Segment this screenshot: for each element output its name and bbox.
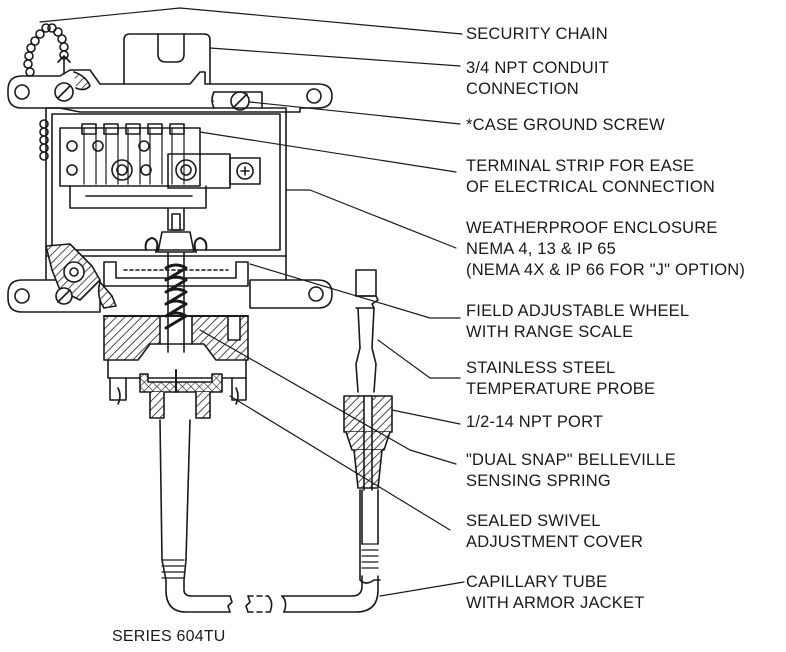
adjustable-wheel xyxy=(103,261,249,287)
callout-temperature-probe: STAINLESS STEEL TEMPERATURE PROBE xyxy=(466,359,656,398)
bottom-mounting-flange xyxy=(7,243,333,313)
callout-belleville-spring: "DUAL SNAP" BELLEVILLE SENSING SPRING xyxy=(466,451,676,490)
conduit-boss xyxy=(123,33,211,85)
top-mounting-flange xyxy=(7,69,333,113)
callout-weatherproof-enclosure: WEATHERPROOF ENCLOSURE NEMA 4, 13 & IP 6… xyxy=(466,219,746,279)
callout-npt-port: 1/2-14 NPT PORT xyxy=(466,413,604,431)
terminal-strip xyxy=(59,123,261,209)
series-caption: SERIES 604TU xyxy=(112,628,226,645)
housing-base xyxy=(103,315,249,419)
enclosure-box xyxy=(45,91,287,257)
callout-swivel-cover: SEALED SWIVEL ADJUSTMENT COVER xyxy=(466,512,644,551)
switch-mechanism xyxy=(144,207,208,353)
callout-capillary-tube: CAPILLARY TUBE WITH ARMOR JACKET xyxy=(466,573,645,612)
security-chain xyxy=(23,23,71,161)
callout-terminal-strip: TERMINAL STRIP FOR EASE OF ELECTRICAL CO… xyxy=(466,157,715,196)
callout-case-ground-screw: *CASE GROUND SCREW xyxy=(466,116,665,134)
temperature-probe xyxy=(343,269,393,491)
leader-lines xyxy=(39,7,465,597)
callout-conduit-connection: 3/4 NPT CONDUIT CONNECTION xyxy=(466,59,609,98)
callout-adjustable-wheel: FIELD ADJUSTABLE WHEEL WITH RANGE SCALE xyxy=(466,302,690,341)
callout-security-chain: SECURITY CHAIN xyxy=(466,25,608,43)
capillary-tube xyxy=(159,419,381,613)
